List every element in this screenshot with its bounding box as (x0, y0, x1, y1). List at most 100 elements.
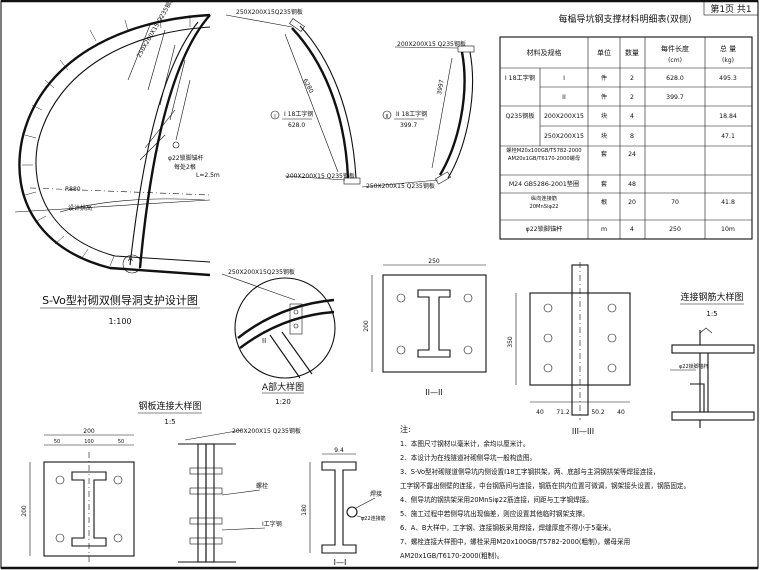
detail-a-scale: 1:20 (275, 398, 291, 406)
note-line: 2、本设计为在线隧道衬砌侧导坑一般构造图。 (400, 453, 536, 462)
rib-i-member-length: 628.0 (288, 122, 305, 129)
table-header-unit: 单位 (597, 48, 611, 57)
plate-conn-dim-total: 200 (83, 428, 95, 435)
table-cell: I (563, 75, 565, 82)
table-cell: 根 (601, 198, 607, 206)
plate-view-ii: 250 200 II—II (363, 258, 487, 397)
rib-ii-marker (382, 110, 392, 120)
plate-conn-label-weld: 焊接 (370, 490, 382, 498)
table-cell: 47.1 (721, 133, 735, 140)
note-line: 4、侧导坑的钢拱架采用20MnSiφ22筋连接，间距与工字钢焊接。 (400, 495, 593, 504)
table-cell: 20 (628, 199, 636, 206)
svg-text:II: II (386, 114, 389, 120)
plate-view-iii: 40 71.2 50.2 40 350 III—III (507, 262, 631, 436)
rebar-connection-detail: 连接钢筋大样图 1:5 φ22锁脚锚杆 (670, 291, 755, 428)
plate-conn-scale: 1:5 (164, 418, 175, 426)
table-cell: 2 (630, 75, 634, 82)
plate-ii-dim-top: 250 (428, 258, 440, 265)
rib-i-length-dim: 6280 (301, 78, 314, 95)
table-title: 每榀导坑钢支撑材料明细表(双侧) (558, 13, 691, 25)
table-cell: 20MnSiφ22 (529, 204, 558, 210)
table-cell: 250X200X15 (544, 133, 584, 140)
table-cell: AM20x1GB/T6170-2000螺母 (508, 154, 580, 162)
tunnel-section: 250X200X15 Q235钢板 φ22锁脚锚杆 每处2根 L=2.5m R8… (14, 0, 220, 277)
tunnel-label-anchor: φ22锁脚锚杆 (168, 154, 204, 162)
rib-i-drawing: 250X200X15Q235钢板 6280 I I 18工字钢 628.0 20… (225, 8, 361, 185)
plate-connection-detail: 钢板连接大样图 1:5 200 50 100 50 200 200X200X15… (21, 400, 386, 567)
table-header-total: 总 量 (720, 44, 736, 53)
rebar-detail-title: 连接钢筋大样图 (680, 291, 743, 303)
detail-a-marker: II (262, 337, 266, 345)
table-header-material: 材料及规格 (527, 48, 562, 57)
detail-a-plate-label: 250X200X15Q235钢板 (228, 268, 295, 276)
table-cell: 200X200X15 (544, 113, 584, 120)
tunnel-label-radius: R880 (65, 186, 81, 193)
table-cell: 2 (630, 94, 634, 101)
note-line: 5、施工过程中若侧导坑出现偏差，则应设置其他临时钢架支撑。 (400, 509, 589, 518)
note-line: 7、螺栓连接大样图中，螺栓采用M20x100GB/T5782-2000(粗制)，… (400, 537, 630, 546)
plate-conn-dim-a: 50 (54, 439, 60, 445)
callout-circle-a (122, 254, 142, 274)
table-cell: II (562, 94, 566, 101)
plate-conn-dim-side: 200 (21, 505, 28, 517)
tunnel-label-design: 设计拱高 (68, 204, 92, 212)
table-cell: 纵向连接筋 (531, 194, 557, 202)
rib-i-marker (270, 110, 280, 120)
table-header-length-unit: (cm) (668, 57, 682, 64)
plate-conn-title: 钢板连接大样图 (138, 400, 201, 412)
table-cell: 18.84 (719, 113, 737, 120)
plate-conn-dim-c: 50 (118, 439, 124, 445)
plate-conn-label-top: 200X200X15 Q235钢板 (232, 427, 301, 435)
callout-letter-a: A (128, 255, 133, 263)
tunnel-label-plate: 250X200X15 Q235钢板 (135, 0, 176, 59)
sheet-number: 第1页 共1 (710, 3, 751, 15)
table-header-qty: 数量 (625, 48, 639, 57)
plate-iii-dim-3: 50.2 (591, 409, 605, 416)
plate-iii-section: III—III (572, 427, 594, 436)
table-cell: 399.7 (666, 94, 684, 101)
tunnel-title: S-Vo型衬砌双侧导洞支护设计图 (42, 293, 198, 307)
rebar-detail-scale: 1:5 (706, 310, 717, 318)
plate-conn-section: I—I (334, 558, 347, 567)
table-header-length: 每件长度 (661, 44, 689, 53)
note-line: 6、A、B大样中，工字钢、连接钢板采用焊接，焊缝厚度不得小于5毫米。 (400, 523, 615, 532)
notes: 注: 1、本图尺寸钢材以毫米计，余均以厘米计。2、本设计为在线隧道衬砌侧导坑一般… (400, 424, 690, 560)
rib-ii-member-length: 399.7 (400, 122, 417, 129)
table-cell: 块 (601, 112, 607, 120)
rib-ii-top-plate: 200X200X15 Q235钢板 (397, 40, 466, 48)
table-cell: Q235钢板 (505, 112, 534, 120)
note-line: 1、本图尺寸钢材以毫米计，余均以厘米计。 (400, 439, 529, 448)
note-line: 3、S-Vo型衬砌隧道侧导坑内侧设置I18工字钢拱架，两、底部与主洞钢拱架等焊接… (400, 467, 660, 476)
rib-ii-bottom-plate: 250X200X15 Q235钢板 (366, 182, 435, 190)
tunnel-scale: 1:100 (108, 317, 131, 326)
table-cell: 8 (630, 133, 634, 140)
table-cell: φ22锁脚锚杆 (526, 225, 563, 233)
rib-ii-length-dim: 3997 (436, 79, 446, 95)
note-line: 工字钢不露出侧壁的连接，中台钢筋间与连接，钢筋在拱内位置可微调，钢架接头设置，钢… (400, 481, 690, 490)
rib-i-member: I 18工字钢 (284, 110, 313, 118)
plate-iii-dim-side: 350 (507, 336, 514, 348)
detail-a: 250X200X15Q235钢板 II (221, 268, 336, 379)
table-cell: 250 (669, 226, 681, 233)
tunnel-label-each: 每处2根 (174, 163, 196, 171)
plate-ii-section: II—II (425, 388, 442, 397)
plate-iii-dim-1: 40 (536, 409, 544, 416)
table-header-total-unit: (kg) (722, 57, 734, 64)
plate-conn-label-beam: I工字钢 (262, 520, 282, 528)
table-cell: 套 (601, 180, 607, 188)
table-cell: M24 GB5286-2001垫圈 (509, 180, 579, 188)
table-cell: 4 (630, 113, 634, 120)
table-cell: 4 (630, 226, 634, 233)
rib-ii-member: II 18工字钢 (396, 110, 427, 118)
table-cell: 10m (721, 226, 735, 233)
table-cell: 48 (628, 181, 636, 188)
table-cell: 螺栓M20x100GB/T5782-2000 (506, 146, 581, 154)
plate-conn-label-bolt: 螺栓 (256, 482, 268, 490)
detail-a-title: A部大样图 (262, 381, 304, 393)
plate-conn-dim-94: 9.4 (334, 447, 344, 454)
table-cell: 628.0 (666, 75, 684, 82)
table-cell: 件 (601, 74, 607, 82)
table-cell: 块 (601, 132, 607, 140)
sheet-number-box (703, 0, 759, 16)
